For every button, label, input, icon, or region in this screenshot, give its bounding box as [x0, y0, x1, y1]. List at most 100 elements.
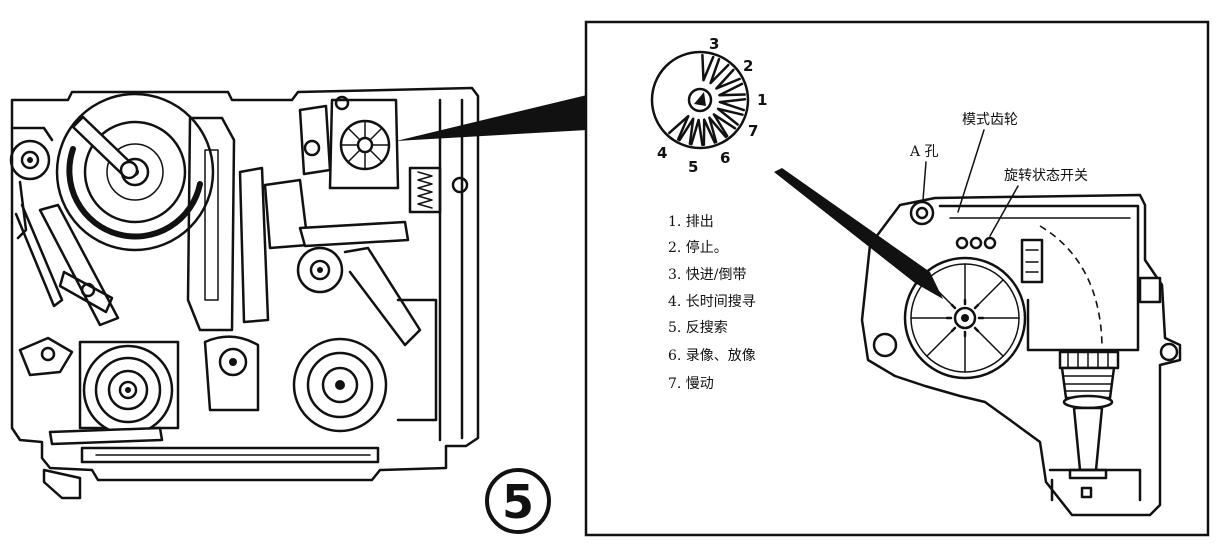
supply-reel-rim	[55, 92, 215, 252]
mode-list-item: 6. 录像、放像	[668, 348, 756, 364]
lower-left-lever-pivot	[40, 346, 56, 362]
motor-body-lines	[1063, 375, 1113, 392]
dial-tooth	[709, 57, 730, 85]
dial-tooth	[668, 114, 690, 141]
flywheel-rim	[292, 337, 388, 433]
vcr-mechanism-overview	[9, 86, 480, 500]
flywheel-disc	[306, 351, 374, 419]
pinch-roller-assembly	[203, 335, 260, 412]
take-up-reel-spindle	[125, 387, 131, 393]
take-up-reel-core	[118, 380, 138, 400]
dial-tooth	[718, 82, 746, 97]
dial-tooth	[712, 113, 737, 138]
mode-gear-arm-pivot	[303, 139, 321, 157]
tension-lever-pivot	[119, 160, 139, 180]
bracket-hole-left	[872, 332, 898, 358]
a-hole-leader	[922, 161, 927, 201]
middle-gear-hub	[309, 259, 331, 281]
idler-axle	[27, 157, 33, 163]
dial-tooth	[678, 117, 695, 146]
mode-dial: 3 2 1 7 6 5 4	[650, 35, 767, 176]
supply-reel-disc	[83, 120, 187, 224]
dial-position-4: 4	[657, 144, 667, 162]
take-up-reel-hub	[107, 369, 149, 411]
supply-reel	[55, 92, 215, 252]
left-idler	[9, 126, 54, 240]
arm-linkage	[58, 270, 114, 314]
detail-pointer-wedge	[396, 95, 587, 141]
chassis-foot	[42, 468, 82, 500]
mode-list-item: 5. 反搜索	[668, 319, 728, 336]
take-up-frame	[78, 340, 180, 430]
mode-gear-box-screw	[334, 95, 350, 111]
dial-tooth	[716, 107, 744, 126]
dial-tooth	[715, 68, 741, 90]
idler-hub	[20, 150, 40, 170]
detail-housing	[938, 204, 1140, 352]
idler-wheel	[9, 139, 51, 181]
flywheel-axle	[335, 380, 345, 390]
rotation-switch-leader	[989, 185, 1019, 237]
middle-gear	[296, 246, 344, 294]
dial-position-7: 7	[748, 122, 758, 140]
guide-plate	[238, 166, 270, 324]
mode-list-item: 7. 慢动	[668, 375, 714, 392]
mode-gear-detail	[860, 193, 1182, 517]
solenoid-spring	[417, 171, 433, 209]
figure-number: 5	[502, 475, 534, 529]
dial-position-3: 3	[709, 35, 719, 53]
dial-position-2: 2	[743, 57, 753, 75]
tension-band	[66, 146, 203, 240]
middle-gear-axle	[317, 267, 323, 273]
mode-list: 1. 排出 2. 停止。 3. 快进/倒带 4. 长时间搜寻 5. 反搜索 6.…	[668, 214, 756, 392]
mode-gear-small-hub	[356, 136, 374, 154]
detail-panel-frame	[584, 20, 1210, 537]
center-plate-slot	[204, 149, 219, 301]
take-up-reel-disc	[94, 356, 162, 424]
housing-dashed-arc	[1039, 225, 1103, 346]
motor-body	[1060, 366, 1116, 400]
dial-pointer	[694, 92, 706, 106]
dial-tooth	[718, 97, 747, 112]
mode-list-item: 4. 长时间搜寻	[668, 294, 756, 310]
solenoid-assembly	[408, 166, 469, 214]
capstan-flywheel	[292, 337, 388, 433]
mode-gear-label: 模式齿轮	[962, 112, 1018, 128]
figure-number-badge: 5	[485, 468, 551, 534]
dial-tooth	[701, 53, 715, 82]
right-lower-bracket	[396, 298, 438, 422]
lower-left-lever	[18, 336, 74, 377]
mode-list-item: 3. 快进/倒带	[668, 267, 747, 283]
center-gear-teeth	[945, 298, 985, 338]
dial-position-5: 5	[688, 158, 698, 176]
mode-gear-box	[298, 95, 400, 190]
left-diagonal-arm	[38, 203, 120, 327]
mode-list-item: 2. 停止。	[668, 239, 728, 256]
bracket-hole-right	[1159, 342, 1179, 362]
chassis-outline	[10, 86, 480, 482]
dial-tooth	[708, 116, 728, 144]
pinch-roller	[218, 347, 248, 377]
dial-position-6: 6	[720, 149, 730, 167]
mode-gear-axle	[961, 314, 969, 322]
mode-gear-arm	[298, 104, 332, 176]
take-up-reel	[78, 340, 180, 436]
idler-bracket	[10, 126, 54, 240]
motor-shaft	[1072, 406, 1104, 472]
switch-component	[1020, 238, 1044, 284]
detail-bracket-outline	[860, 193, 1182, 517]
motor-flange	[1062, 394, 1114, 410]
center-plate	[186, 116, 236, 332]
solenoid-screw	[451, 176, 469, 194]
dial-tooth	[690, 118, 704, 147]
switch-contact-hole	[955, 236, 969, 250]
switch-contact-hole	[969, 236, 983, 250]
bottom-frame-lines	[1048, 468, 1142, 502]
pinch-roller-axle	[229, 358, 237, 366]
flywheel-hub	[321, 366, 359, 404]
figure-number-circle	[485, 468, 551, 534]
right-connector	[1138, 276, 1162, 304]
detail-arrow	[774, 168, 943, 299]
motor-ribs	[1067, 351, 1109, 369]
